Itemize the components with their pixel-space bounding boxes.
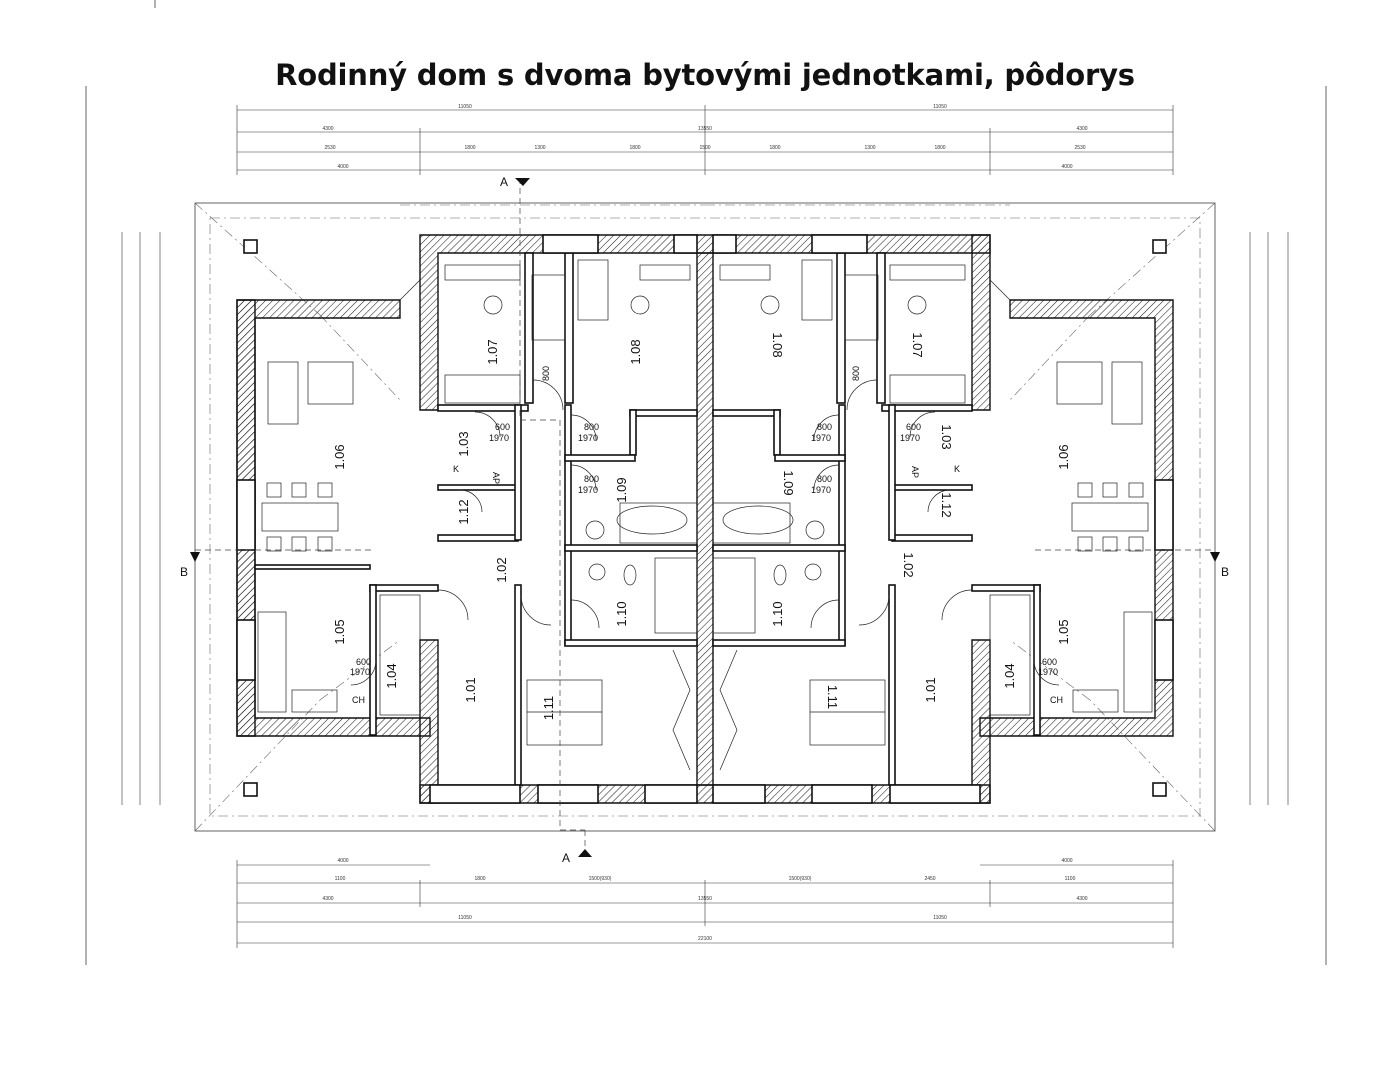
door-height: 1970 [811,485,831,495]
dim-bottom-total: 22100 [698,936,712,942]
svg-text:2450: 2450 [924,876,935,882]
dim-bottom-left-wing: 4300 [322,896,333,902]
svg-text:1800: 1800 [769,145,780,151]
door-height: 1970 [350,667,370,677]
room-1-07-right: 1.07 [910,332,925,357]
room-labels-right: 1.08 1.07 1.06 1.03 1.12 1.09 1.02 1.05 … [770,332,1071,709]
label-ap: AP [910,466,920,478]
room-1-12-right: 1.12 [939,492,954,517]
room-labels-left: 1.07 1.08 1.06 1.03 1.12 1.09 1.02 1.05 … [332,339,643,720]
room-1-04-left: 1.04 [384,663,399,688]
dim-top-left-wing: 4300 [322,126,333,132]
svg-text:1800: 1800 [629,145,640,151]
svg-text:2530: 2530 [1074,145,1085,151]
room-1-05-right: 1.05 [1056,619,1071,644]
room-1-01-left: 1.01 [463,677,478,702]
svg-text:1300: 1300 [534,145,545,151]
dim-bottom-right-wing: 4300 [1076,896,1087,902]
room-1-04-right: 1.04 [1002,663,1017,688]
exterior-walls [236,234,1174,804]
room-1-08-left: 1.08 [628,339,643,364]
room-1-11-right: 1.11 [825,685,840,709]
section-marks: A A B B [180,175,1229,865]
room-1-06-left: 1.06 [332,444,347,469]
main-dimensions: 11050 11050 4300 13550 4300 4300 13550 4… [322,104,1087,942]
room-1-03-right: 1.03 [939,424,954,449]
door-width: 600 [1042,657,1057,667]
svg-text:4000: 4000 [1061,858,1072,864]
label-k: K [453,464,459,474]
room-1-12-left: 1.12 [456,499,471,524]
svg-text:4000: 4000 [1061,164,1072,170]
door-width: 800 [817,422,832,432]
room-1-09-right: 1.09 [781,470,796,495]
label-ap: AP [491,472,501,484]
svg-text:1300: 1300 [864,145,875,151]
door-width: 800 [851,366,861,381]
room-1-11-left: 1.11 [541,696,556,720]
sheet-frame [85,0,1327,965]
svg-text:4000: 4000 [337,858,348,864]
dim-top-half-left: 11050 [458,104,472,110]
door-width: 800 [584,474,599,484]
room-1-09-left: 1.09 [614,477,629,502]
svg-text:1800: 1800 [474,876,485,882]
dim-bottom-middle: 13550 [698,896,712,902]
windows [236,234,1174,804]
roof-outline [194,202,1216,832]
svg-text:2530: 2530 [324,145,335,151]
dim-bottom-half-right: 11050 [933,915,947,921]
dim-top-right-wing: 4300 [1076,126,1087,132]
room-1-10-left: 1.10 [614,601,629,626]
door-width: 600 [495,422,510,432]
room-1-06-right: 1.06 [1056,444,1071,469]
svg-text:4000: 4000 [337,164,348,170]
dim-top-middle: 13550 [698,126,712,132]
svg-text:1100: 1100 [335,876,346,882]
room-1-08-right: 1.08 [770,332,785,357]
room-1-02-right: 1.02 [901,552,916,577]
section-lines [190,178,1220,857]
door-width: 600 [906,422,921,432]
interior-walls [254,252,1041,786]
page-title: Rodinný dom s dvoma bytovými jednotkami,… [275,58,1135,92]
door-swings [350,379,1060,686]
door-tags: 800 1970 600 1970 800 1970 800 1970 600 … [350,366,1058,677]
section-a-top: A [500,175,508,189]
label-ch: CH [352,695,365,705]
section-a-bottom: A [562,851,570,865]
fixture-labels: K AP K AP CH CH [352,464,1063,705]
svg-text:1500: 1500 [699,145,710,151]
dim-top-half-right: 11050 [933,104,947,110]
room-1-01-right: 1.01 [923,677,938,702]
svg-text:1500(930): 1500(930) [589,876,612,882]
room-1-07-left: 1.07 [485,339,500,364]
svg-text:1100: 1100 [1065,876,1076,882]
door-height: 1970 [1038,667,1058,677]
label-ch: CH [1050,695,1063,705]
section-b-left: B [180,565,188,579]
door-height: 1970 [578,433,598,443]
label-k: K [954,464,960,474]
svg-text:1800: 1800 [934,145,945,151]
furniture [257,259,1153,771]
section-b-right: B [1221,565,1229,579]
room-1-02-left: 1.02 [494,557,509,582]
door-width: 800 [541,366,551,381]
door-width: 800 [584,422,599,432]
room-1-05-left: 1.05 [332,619,347,644]
dim-bottom-half-left: 11050 [458,915,472,921]
door-height: 1970 [900,433,920,443]
room-1-03-left: 1.03 [456,431,471,456]
door-width: 800 [817,474,832,484]
svg-text:1500(930): 1500(930) [789,876,812,882]
door-height: 1970 [578,485,598,495]
svg-text:1800: 1800 [464,145,475,151]
door-height: 1970 [811,433,831,443]
door-height: 1970 [489,433,509,443]
room-1-10-right: 1.10 [770,601,785,626]
door-width: 600 [356,657,371,667]
dimension-lines: 2530 1800 1300 1800 1500 1800 1300 1800 2530 4… [121,105,1289,948]
